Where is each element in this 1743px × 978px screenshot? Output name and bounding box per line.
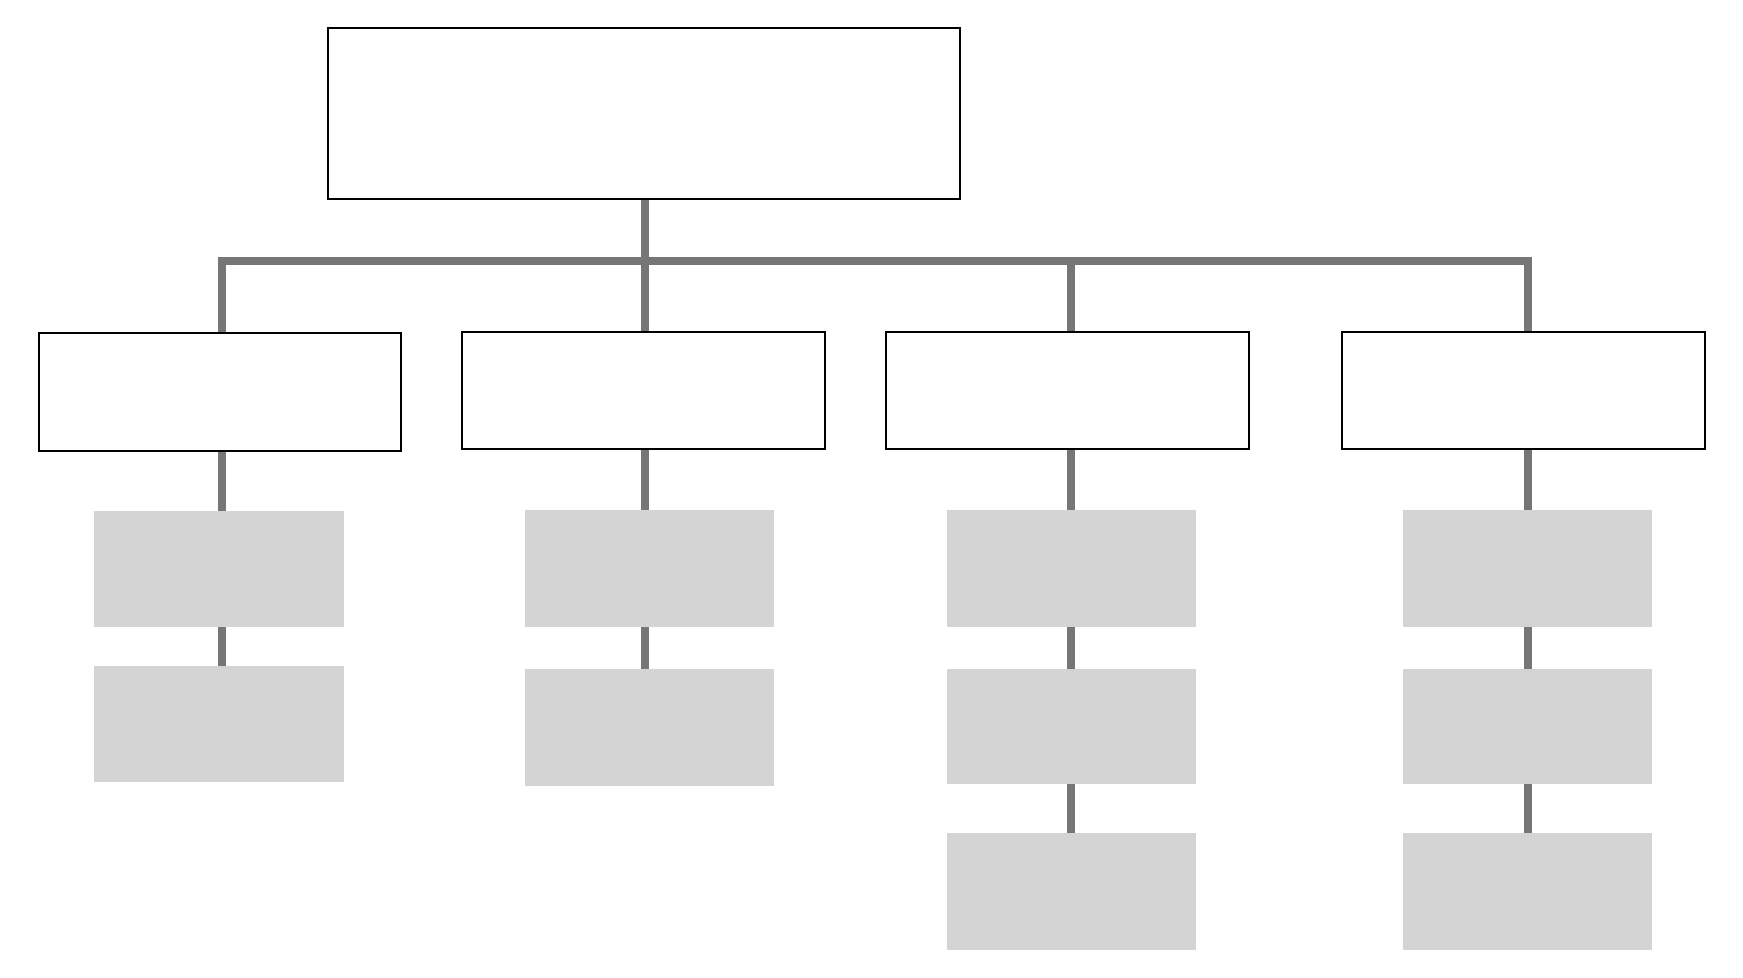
branch-box-1 bbox=[38, 332, 402, 452]
child-box-2-2 bbox=[525, 669, 774, 786]
child-box-3-2 bbox=[947, 669, 1196, 784]
child-box-4-1 bbox=[1403, 510, 1652, 627]
branch-box-4 bbox=[1341, 331, 1706, 450]
child-box-3-3 bbox=[947, 833, 1196, 950]
child-box-1-2 bbox=[94, 666, 344, 782]
child-box-3-1 bbox=[947, 510, 1196, 627]
branch-box-2 bbox=[461, 331, 826, 450]
child-box-2-1 bbox=[525, 510, 774, 627]
child-box-1-1 bbox=[94, 511, 344, 627]
root-box bbox=[327, 27, 961, 200]
child-box-4-2 bbox=[1403, 669, 1652, 784]
branch-box-3 bbox=[885, 331, 1250, 450]
child-box-4-3 bbox=[1403, 833, 1652, 950]
